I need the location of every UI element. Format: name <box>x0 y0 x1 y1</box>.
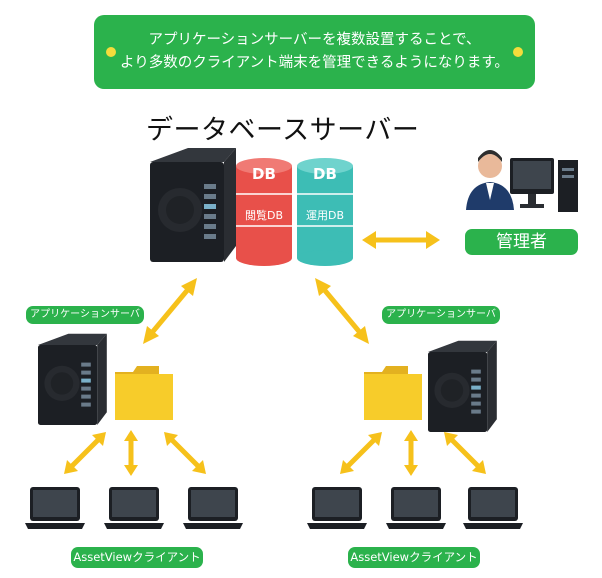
client-label-right: AssetViewクライアント <box>348 547 480 568</box>
folder-left-icon <box>115 366 173 420</box>
arrow-left-client-3 <box>164 432 206 474</box>
db-badge-operation: DB <box>313 165 337 183</box>
db-server-icon <box>150 148 236 262</box>
arrow-right-client-2 <box>404 430 418 476</box>
laptop-right-3-icon <box>463 487 523 529</box>
arrow-left-client-2 <box>124 430 138 476</box>
arrow-db-admin <box>362 231 440 249</box>
app-server-left-icon <box>38 333 107 425</box>
admin-monitor-icon <box>510 158 578 212</box>
laptop-right-2-icon <box>386 487 446 529</box>
laptop-left-3-icon <box>183 487 243 529</box>
db-server-title: データベースサーバー <box>146 115 420 146</box>
banner-line-2: より多数のクライアント端末を管理できるようになります。 <box>120 55 509 71</box>
banner-right-dot <box>513 47 523 57</box>
admin-label: 管理者 <box>465 229 578 255</box>
db-cylinder-operation: DB 運用DB <box>297 158 353 266</box>
folder-right-icon <box>364 366 422 420</box>
db-name-browse: 閲覧DB <box>245 208 283 222</box>
app-server-right-icon <box>428 340 497 432</box>
info-banner: アプリケーションサーバーを複数設置することで、 より多数のクライアント端末を管理… <box>94 15 535 89</box>
db-name-operation: 運用DB <box>306 209 344 222</box>
app-server-right-label: アプリケーションサーバー <box>382 306 500 338</box>
client-label-left: AssetViewクライアント <box>71 547 203 568</box>
arrow-left-client-1 <box>64 432 106 474</box>
arrow-right-client-1 <box>340 432 382 474</box>
db-cylinder-browse: DB 閲覧DB <box>236 158 292 266</box>
arrow-right-client-3 <box>444 432 486 474</box>
laptop-left-2-icon <box>104 487 164 529</box>
arrow-db-app-right <box>315 278 369 344</box>
arrow-db-app-left <box>143 278 197 344</box>
laptop-left-1-icon <box>25 487 85 529</box>
admin-person-icon <box>466 150 514 210</box>
banner-left-dot <box>106 47 116 57</box>
app-server-left-label: アプリケーションサーバー <box>26 306 144 338</box>
banner-line-1: アプリケーションサーバーを複数設置することで、 <box>148 32 481 48</box>
laptop-right-1-icon <box>307 487 367 529</box>
db-badge-browse: DB <box>252 165 276 183</box>
